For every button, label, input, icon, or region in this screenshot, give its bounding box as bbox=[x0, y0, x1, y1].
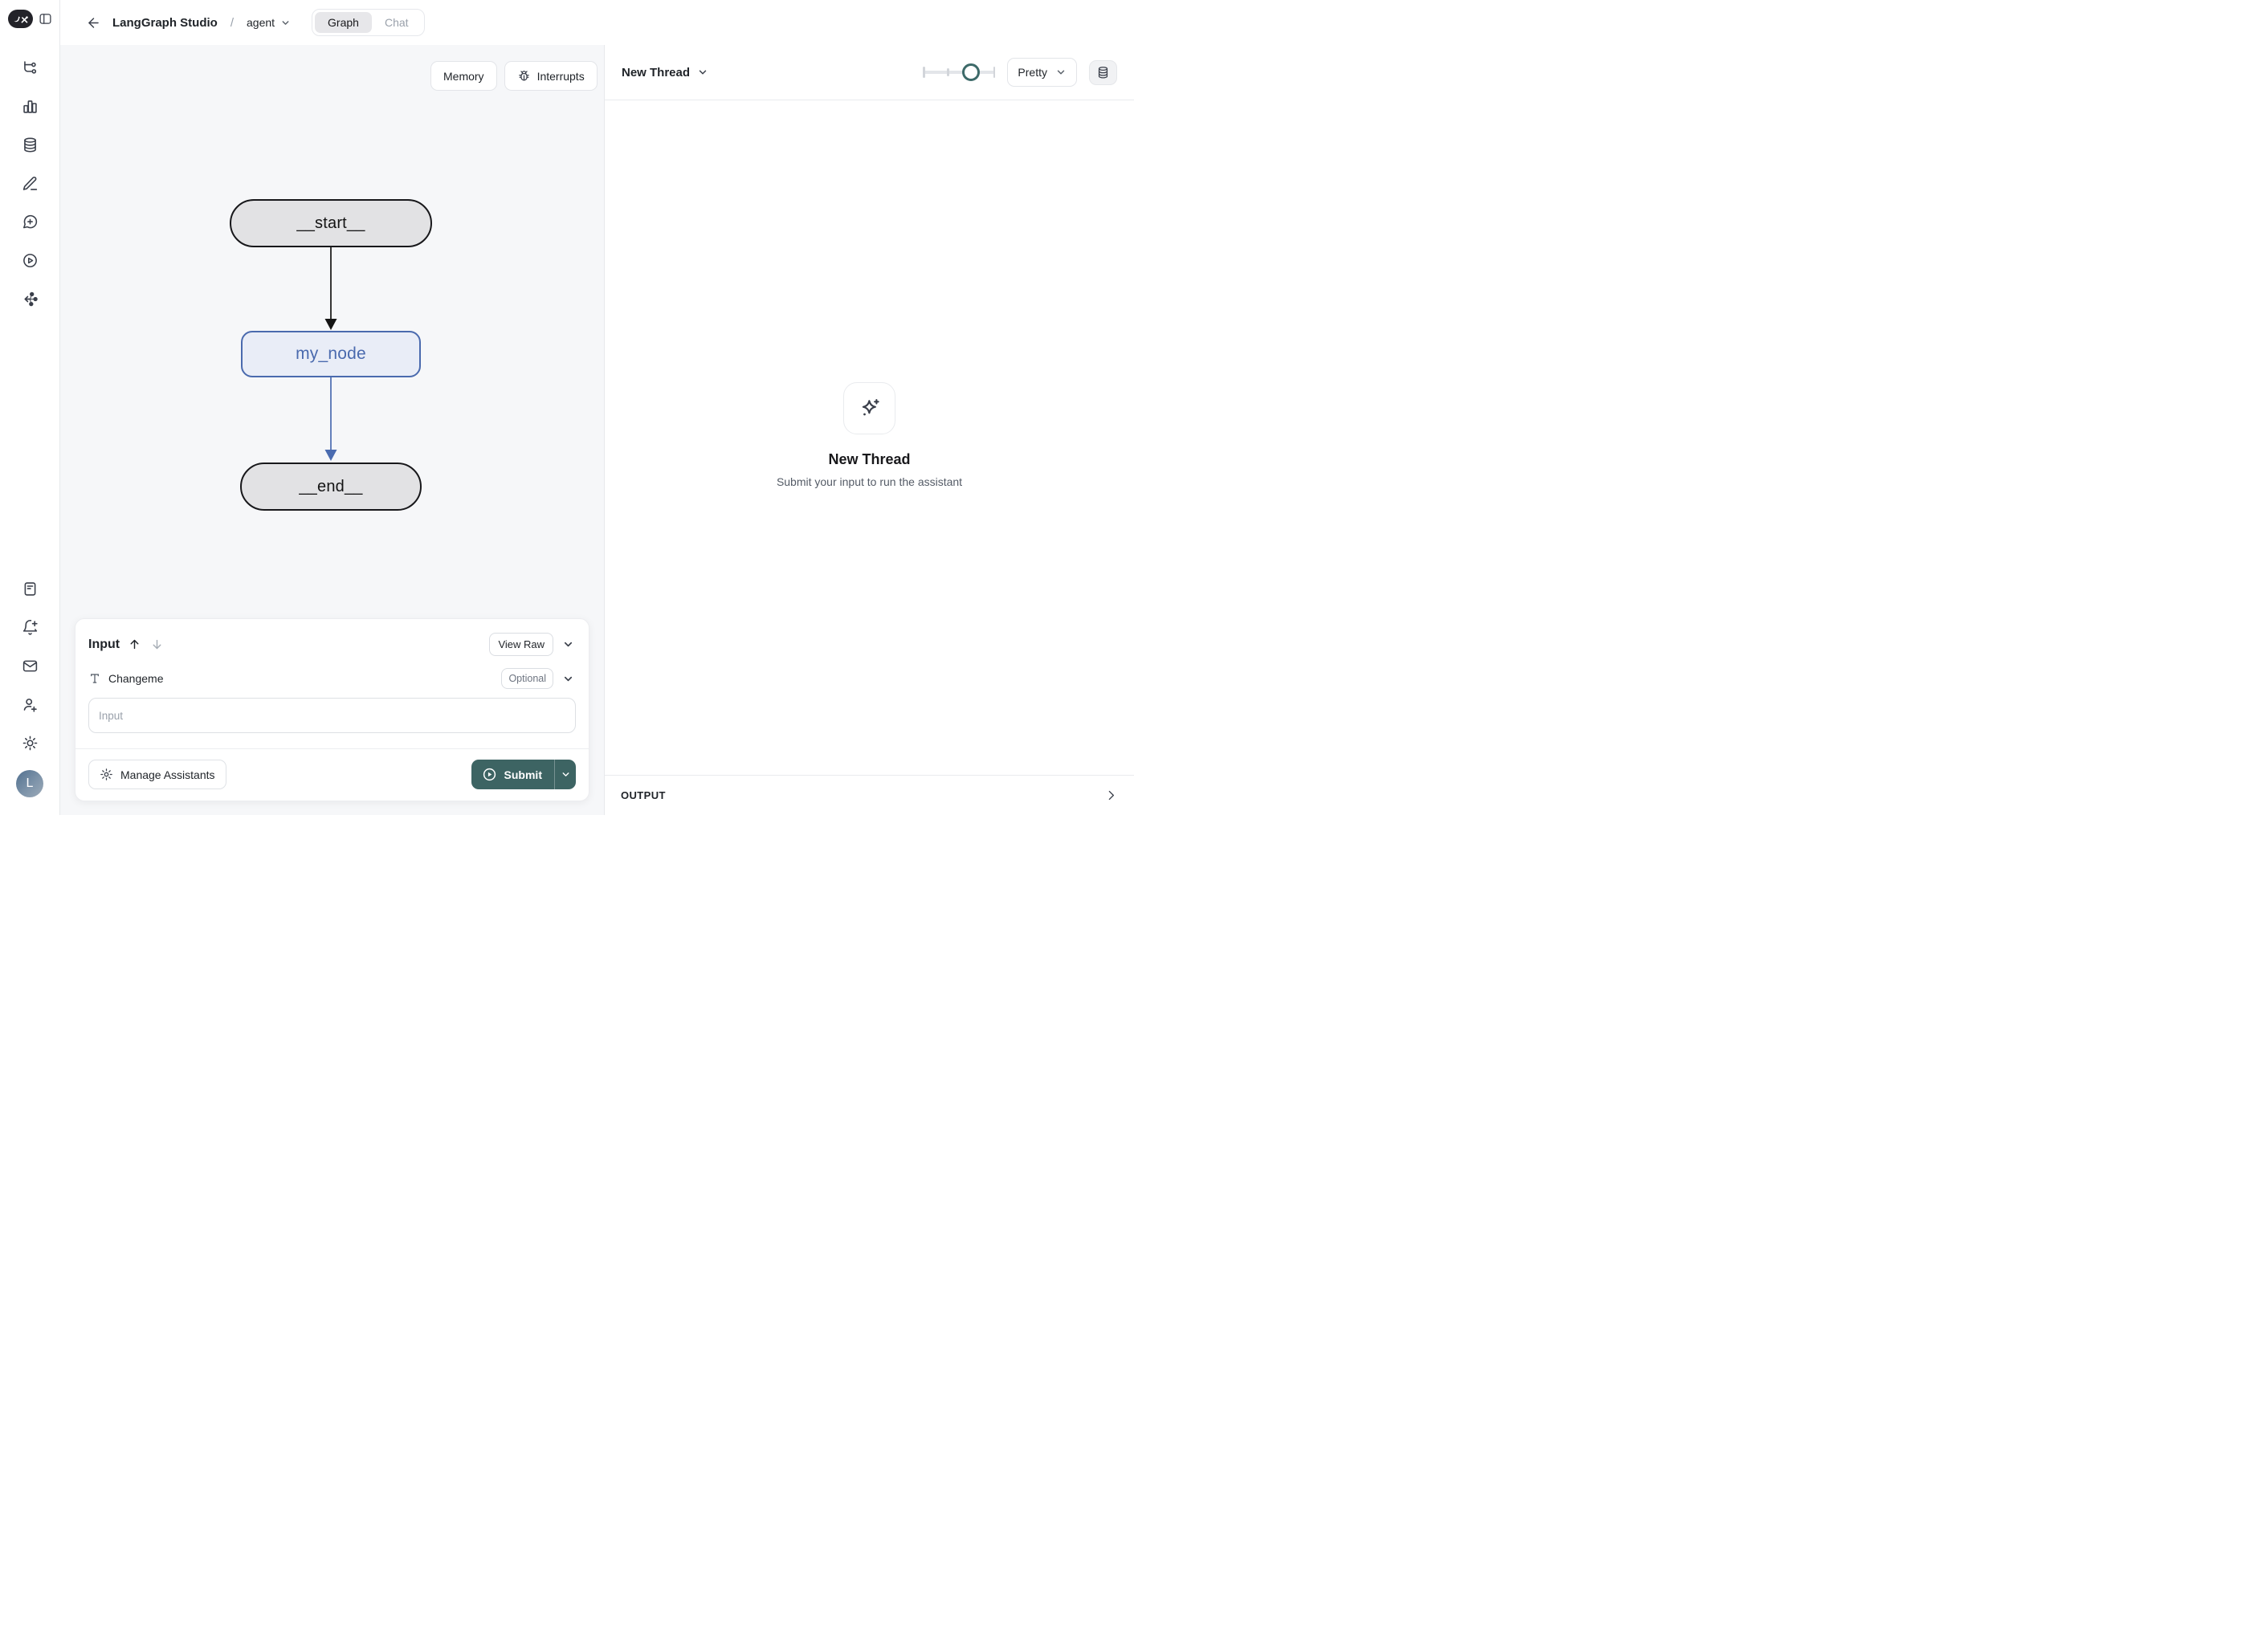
interrupts-button[interactable]: Interrupts bbox=[504, 61, 598, 91]
tab-chat[interactable]: Chat bbox=[372, 12, 422, 33]
memory-button[interactable]: Memory bbox=[430, 61, 497, 91]
arrow-up-icon bbox=[130, 639, 139, 650]
bug-icon bbox=[518, 71, 529, 81]
sidebar-item-docs[interactable] bbox=[16, 575, 44, 603]
play-circle-icon bbox=[483, 768, 496, 781]
chevron-down-icon bbox=[564, 642, 573, 647]
detail-level-slider[interactable] bbox=[923, 63, 996, 82]
chevron-down-icon bbox=[1057, 70, 1065, 75]
arrow-down-icon bbox=[153, 639, 161, 650]
document-icon bbox=[24, 582, 35, 596]
graph-selector-label: agent bbox=[247, 16, 275, 29]
sun-icon bbox=[22, 736, 37, 751]
sidebar-item-annotate[interactable] bbox=[16, 169, 44, 198]
submit-options-button[interactable] bbox=[554, 760, 576, 789]
mail-icon bbox=[22, 660, 37, 672]
manage-assistants-button[interactable]: Manage Assistants bbox=[88, 760, 226, 789]
new-thread-icon-card bbox=[843, 382, 895, 434]
graph-node-end[interactable]: __end__ bbox=[240, 463, 422, 511]
user-plus-icon bbox=[23, 699, 37, 712]
back-button[interactable] bbox=[84, 14, 103, 32]
collapse-sidebar-button[interactable] bbox=[39, 12, 52, 26]
sidebar-item-theme[interactable] bbox=[16, 729, 44, 757]
graph-canvas[interactable]: Memory Interrupts __start__ my_node __en… bbox=[60, 45, 604, 815]
breadcrumb-separator: / bbox=[230, 15, 234, 30]
sidebar: L bbox=[0, 0, 60, 815]
graph-selector-dropdown[interactable]: agent bbox=[247, 16, 291, 29]
branch-graph-icon bbox=[23, 61, 36, 74]
collapse-input-button[interactable] bbox=[561, 637, 576, 652]
view-raw-button[interactable]: View Raw bbox=[489, 633, 553, 656]
langgraph-logo bbox=[7, 10, 33, 28]
sidebar-item-graphs[interactable] bbox=[16, 54, 44, 82]
user-avatar[interactable]: L bbox=[16, 770, 43, 797]
input-panel: Input View Raw Changeme Optional bbox=[75, 618, 589, 801]
chevron-down-icon bbox=[282, 20, 289, 25]
empty-state-subtitle: Submit your input to run the assistant bbox=[776, 475, 963, 488]
slider-right-cap bbox=[993, 67, 996, 78]
slider-track bbox=[923, 71, 996, 74]
memory-button-label: Memory bbox=[443, 69, 484, 83]
render-mode-label: Pretty bbox=[1018, 66, 1047, 79]
sparkles-icon bbox=[862, 398, 879, 415]
submit-split-button: Submit bbox=[471, 760, 576, 789]
graph-node-start[interactable]: __start__ bbox=[230, 199, 432, 247]
move-down-button[interactable] bbox=[149, 637, 165, 652]
text-type-icon bbox=[91, 674, 99, 683]
new-chat-icon bbox=[22, 214, 37, 229]
output-label: OUTPUT bbox=[621, 789, 666, 801]
state-database-button[interactable] bbox=[1089, 59, 1117, 85]
sidebar-item-analytics[interactable] bbox=[16, 92, 44, 120]
edge-arrowhead-start-to-mynode bbox=[324, 319, 337, 330]
panel-left-icon bbox=[39, 14, 51, 24]
deployments-icon bbox=[24, 291, 38, 307]
empty-state-title: New Thread bbox=[828, 451, 911, 467]
sidebar-item-datasets[interactable] bbox=[16, 131, 44, 159]
chevron-down-icon bbox=[564, 676, 573, 681]
edge-arrowhead-mynode-to-end bbox=[324, 450, 337, 461]
render-mode-dropdown[interactable]: Pretty bbox=[1007, 58, 1077, 87]
chevron-down-icon bbox=[699, 70, 707, 75]
chevron-right-icon bbox=[1108, 790, 1115, 801]
field-label: Changeme bbox=[108, 672, 164, 685]
pencil-icon bbox=[22, 177, 37, 190]
play-circle-icon bbox=[22, 254, 37, 267]
sidebar-item-deployments[interactable] bbox=[16, 285, 44, 313]
empty-thread-state: New Thread Submit your input to run the … bbox=[605, 382, 1134, 488]
gear-icon bbox=[100, 768, 112, 780]
submit-button[interactable]: Submit bbox=[471, 760, 554, 789]
bell-plus-icon bbox=[22, 620, 38, 635]
move-up-button[interactable] bbox=[127, 637, 142, 652]
slider-tick bbox=[947, 68, 949, 76]
interrupts-button-label: Interrupts bbox=[536, 69, 585, 83]
slider-thumb[interactable] bbox=[961, 63, 980, 81]
sidebar-item-mail[interactable] bbox=[16, 652, 44, 680]
output-section-toggle[interactable]: OUTPUT bbox=[605, 775, 1134, 815]
database-icon bbox=[1098, 66, 1108, 79]
sidebar-item-new-chat[interactable] bbox=[16, 208, 44, 236]
view-mode-tabs: Graph Chat bbox=[312, 9, 425, 36]
back-arrow-icon bbox=[88, 17, 99, 28]
slider-left-cap bbox=[923, 67, 925, 78]
sidebar-item-invite-user[interactable] bbox=[16, 691, 44, 719]
database-icon bbox=[23, 137, 36, 153]
thread-selector-dropdown[interactable]: New Thread bbox=[622, 66, 708, 79]
graph-node-my-node[interactable]: my_node bbox=[241, 331, 421, 377]
thread-panel: New Thread Pretty bbox=[604, 45, 1134, 815]
sidebar-item-playground[interactable] bbox=[16, 247, 44, 275]
collapse-field-button[interactable] bbox=[561, 671, 576, 687]
app-title: LangGraph Studio bbox=[112, 15, 218, 30]
input-panel-title: Input bbox=[88, 637, 120, 651]
optional-badge: Optional bbox=[501, 668, 553, 689]
manage-assistants-label: Manage Assistants bbox=[120, 768, 215, 781]
thread-selector-label: New Thread bbox=[622, 65, 691, 79]
chevron-down-icon bbox=[562, 772, 569, 776]
sidebar-item-notifications[interactable] bbox=[16, 613, 44, 642]
tab-graph[interactable]: Graph bbox=[315, 12, 372, 33]
input-field[interactable] bbox=[88, 698, 576, 733]
submit-button-label: Submit bbox=[504, 768, 542, 781]
bar-chart-icon bbox=[22, 100, 37, 113]
top-header: LangGraph Studio / agent Graph Chat bbox=[60, 0, 1134, 45]
bird-and-tools-icon bbox=[13, 16, 28, 23]
